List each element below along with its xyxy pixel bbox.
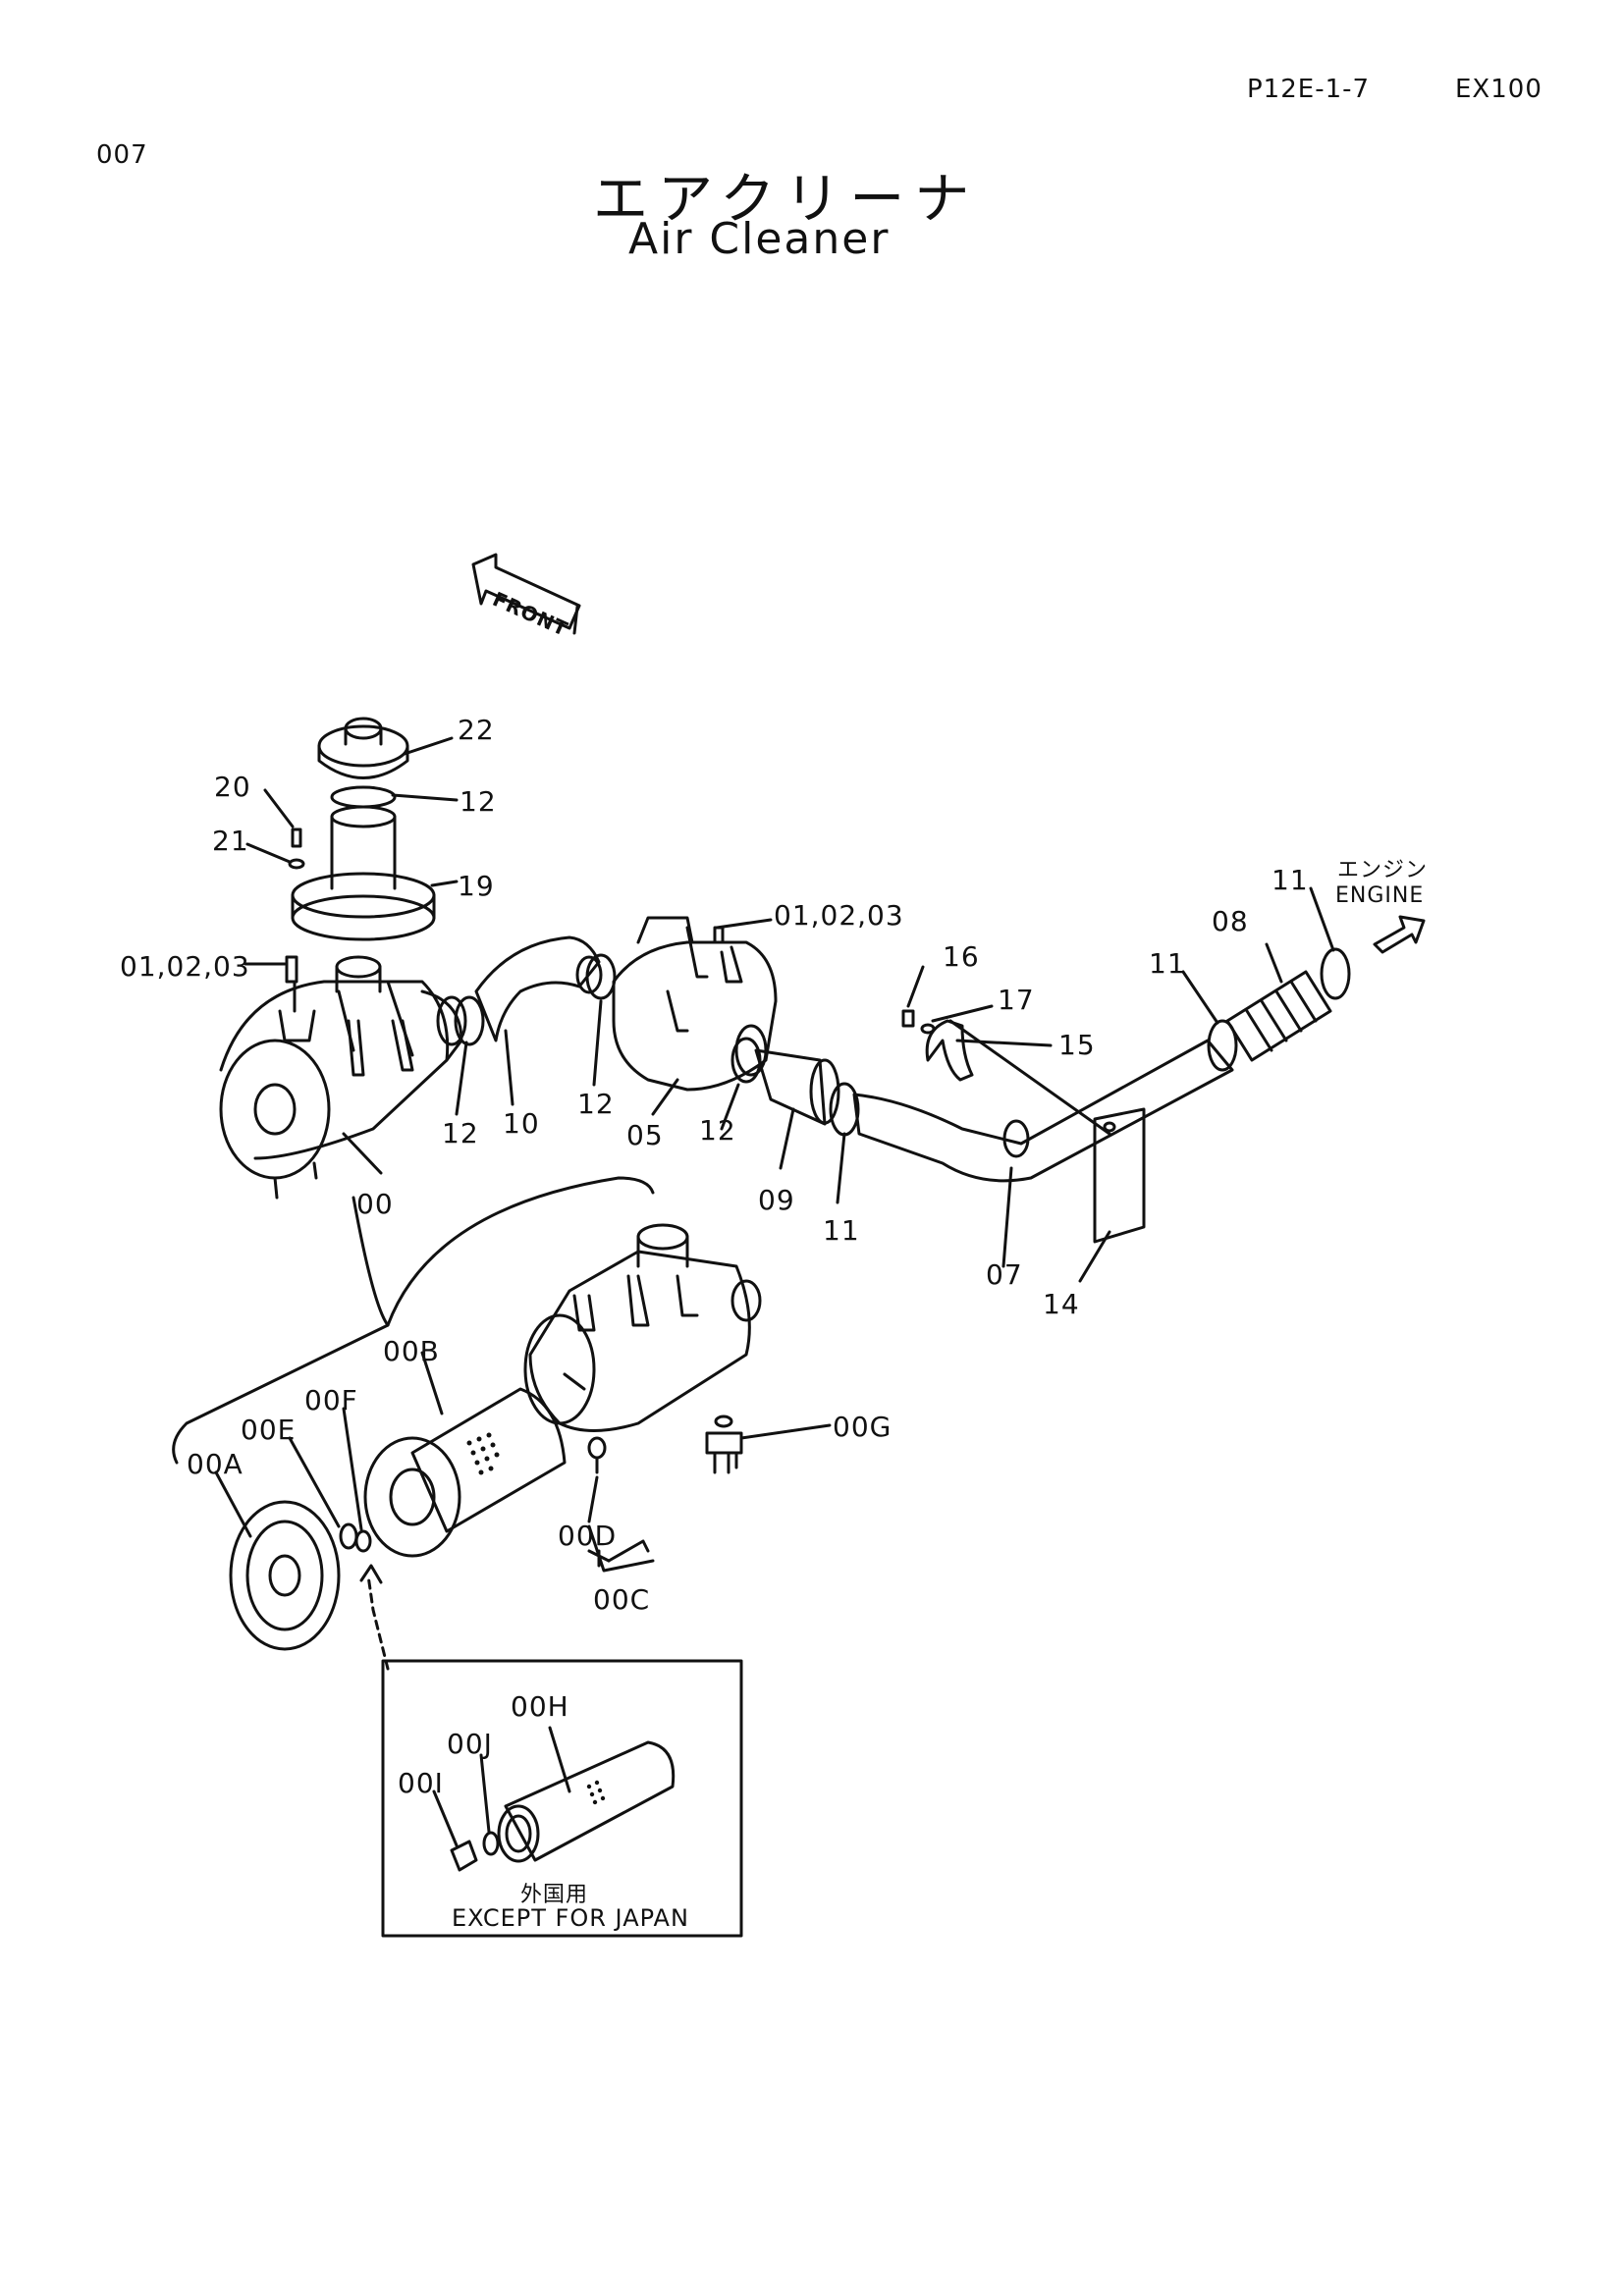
air-cleaner-assembly: [219, 955, 467, 1200]
page-code: P12E-1-7: [1247, 75, 1371, 104]
precleaner-body-part: [612, 916, 778, 1092]
part-label-12: 12: [577, 1088, 615, 1120]
rain-cap-part: [317, 717, 409, 779]
part-label-11: 11: [1149, 947, 1186, 980]
engine-label-japanese: エンジン: [1337, 858, 1429, 882]
part-label-12: 12: [460, 785, 497, 818]
part-label-00F: 00F: [304, 1384, 358, 1416]
hose-clamp-top: [330, 785, 397, 809]
part-label-00J: 00J: [447, 1728, 493, 1760]
part-label-00B: 00B: [383, 1335, 440, 1367]
model-number: EX100: [1455, 75, 1542, 104]
part-label-20: 20: [214, 771, 251, 803]
title-japanese: エアクリーナ: [593, 168, 980, 232]
part-label-05: 05: [626, 1119, 664, 1151]
reducer-hose-part: [754, 1048, 840, 1126]
part-label-09: 09: [758, 1184, 795, 1216]
part-label-00C: 00C: [593, 1583, 651, 1616]
bellows-hose-part: [1225, 970, 1332, 1062]
part-label-07: 07: [986, 1258, 1023, 1291]
part-label-00H: 00H: [511, 1690, 569, 1723]
part-label-00E: 00E: [241, 1414, 297, 1446]
part-label-21: 21: [212, 825, 249, 857]
part-label-12: 12: [442, 1117, 479, 1149]
part-label-10: 10: [503, 1107, 540, 1140]
part-label-22: 22: [458, 714, 495, 746]
title-english: Air Cleaner: [628, 214, 891, 264]
part-label-12: 12: [699, 1114, 736, 1147]
inset-note-japanese: 外国用: [520, 1883, 589, 1907]
engine-arrow-icon: [1373, 915, 1426, 954]
part-label-01-02-03-left: 01,02,03: [120, 950, 250, 983]
part-label-11: 11: [1271, 864, 1309, 896]
mounting-plate-part: [1093, 1107, 1146, 1244]
part-label-19: 19: [458, 870, 495, 902]
filter-element-part: [363, 1387, 567, 1558]
part-label-16: 16: [943, 940, 980, 973]
part-label-00D: 00D: [558, 1520, 618, 1552]
intake-pipe-long-part: [852, 1039, 1234, 1183]
inset-note: EXCEPT FOR JAPAN: [452, 1904, 689, 1932]
section-number: 007: [96, 140, 148, 170]
part-label-14: 14: [1043, 1288, 1080, 1320]
part-label-01-02-03-right: 01,02,03: [774, 899, 904, 932]
part-label-00I: 00I: [398, 1767, 444, 1799]
part-label-11: 11: [823, 1214, 860, 1247]
part-label-15: 15: [1058, 1029, 1096, 1061]
part-label-00A: 00A: [187, 1448, 243, 1480]
intake-pipe-part: [291, 805, 436, 941]
safety-filter-part: [497, 1740, 676, 1863]
inset-box: [381, 1659, 743, 1938]
front-arrow-icon: [471, 553, 581, 635]
part-label-00: 00: [356, 1188, 394, 1220]
part-label-00G: 00G: [833, 1411, 893, 1443]
perforation-pattern: [466, 1432, 606, 1805]
elbow-hose-part: [474, 935, 603, 1042]
part-label-08: 08: [1212, 905, 1249, 937]
end-cover-part: [229, 1500, 341, 1651]
exploded-cleaner-housing: [523, 1223, 762, 1474]
dust-indicator-part: [705, 1415, 743, 1474]
part-label-17: 17: [998, 984, 1035, 1016]
support-bracket-part: [901, 1009, 1111, 1136]
engine-label: ENGINE: [1335, 883, 1425, 908]
